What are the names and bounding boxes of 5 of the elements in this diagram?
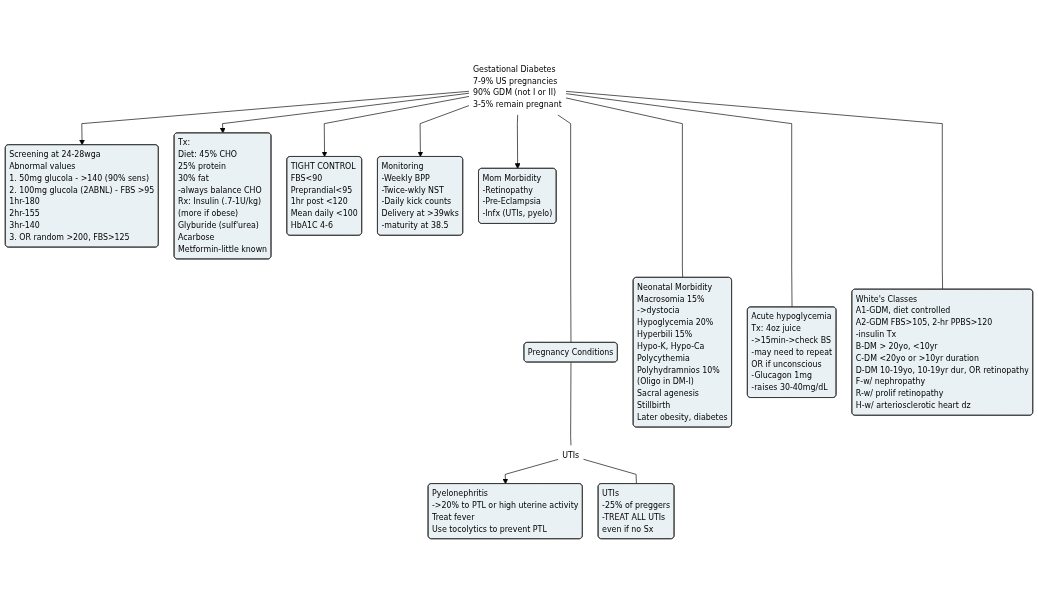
- connector: [583, 458, 637, 485]
- connector: [565, 97, 684, 278]
- connector: [557, 114, 572, 343]
- connector: [565, 91, 943, 290]
- connector: [565, 93, 793, 308]
